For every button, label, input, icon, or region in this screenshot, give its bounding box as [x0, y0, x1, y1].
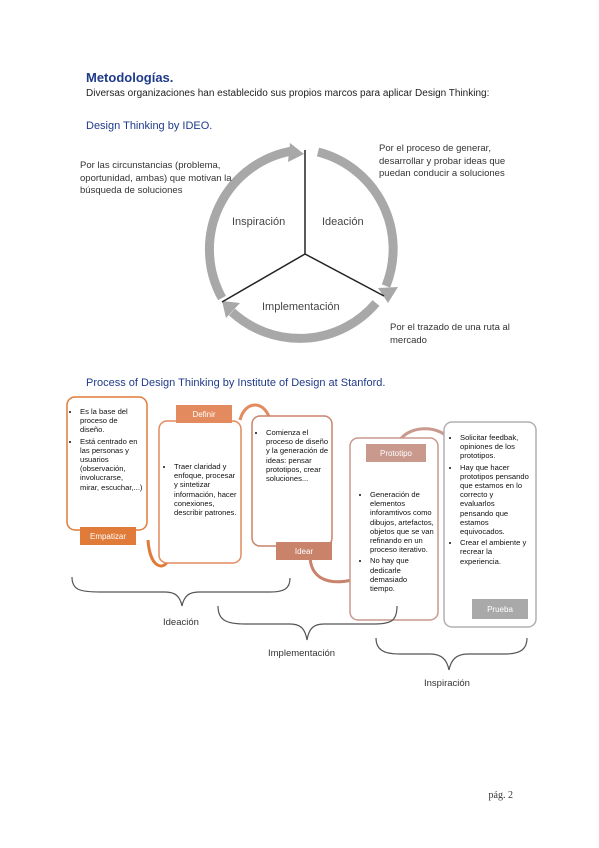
tag-prueba: Prueba — [472, 599, 528, 619]
brace-inspiracion — [375, 637, 528, 671]
spoke-left — [221, 253, 306, 303]
brace-ideacion — [71, 576, 291, 607]
ideo-heading: Design Thinking by IDEO. — [86, 120, 213, 132]
arrowhead-right — [378, 287, 398, 303]
cycle-arc-inspiracion — [204, 146, 293, 301]
tag-definir: Definir — [176, 405, 232, 423]
note-ideacion: Por el proceso de generar, desarrollar y… — [379, 143, 506, 179]
bullet-idear-1: Comienza el proceso de diseño y la gener… — [266, 428, 330, 483]
stage-inspiracion: Inspiración — [232, 216, 286, 228]
bullet-prueba-1: Solicitar feedbak, opiniones de los prot… — [460, 433, 530, 461]
brace-label-ideacion: Ideación — [163, 617, 199, 628]
page-number: pág. 2 — [488, 790, 513, 801]
brace-label-implementacion: Implementación — [268, 648, 336, 659]
spoke-right — [304, 253, 385, 297]
tag-empatizar: Empatizar — [80, 527, 136, 545]
tag-idear: Idear — [276, 542, 332, 560]
bullet-definir-1: Traer claridad y enfoque, procesar y sin… — [174, 462, 238, 517]
page-title: Metodologías. — [86, 70, 174, 85]
bullet-prototipo-1: Generación de elementos inforamtivos com… — [370, 490, 434, 554]
note-implementacion: Por el trazado de una ruta al mercado — [390, 322, 510, 346]
bullet-empatizar-2: Está centrado en las personas y usuarios… — [80, 437, 144, 492]
bullet-prueba-3: Crear el ambiente y recrear la experienc… — [460, 538, 530, 566]
text-idear: Comienza el proceso de diseño y la gener… — [258, 428, 330, 485]
box-prototipo — [349, 437, 439, 621]
bullet-empatizar-1: Es la base del proceso de diseño. — [80, 407, 144, 435]
intro-text: Diversas organizaciones han establecido … — [86, 88, 490, 99]
brace-label-inspiracion: Inspiración — [424, 678, 470, 689]
stanford-heading: Process of Design Thinking by Institute … — [86, 377, 386, 389]
arrowhead-bottom-left — [222, 301, 240, 318]
stage-ideacion: Ideación — [322, 216, 364, 228]
brace-implementacion — [217, 605, 398, 641]
cycle-arc-ideacion — [316, 147, 398, 288]
box-prueba — [443, 421, 537, 628]
text-definir: Traer claridad y enfoque, procesar y sin… — [166, 462, 238, 519]
tag-prototipo: Prototipo — [366, 444, 426, 462]
bullet-prueba-2: Hay que hacer prototipos pensando que es… — [460, 463, 530, 537]
arrowhead-top — [288, 143, 304, 162]
connector-idear-prototipo — [308, 554, 353, 584]
stage-implementacion: Implementación — [262, 301, 340, 313]
text-empatizar: Es la base del proceso de diseño. Está c… — [72, 407, 144, 494]
text-prueba: Solicitar feedbak, opiniones de los prot… — [452, 433, 530, 568]
note-inspiracion: Por las circunstancias (problema, oportu… — [80, 160, 232, 196]
text-prototipo: Generación de elementos inforamtivos com… — [362, 490, 434, 595]
bullet-prototipo-2: No hay que dedicarle demasiado tiempo. — [370, 556, 434, 593]
cycle-arc-implementacion — [228, 300, 380, 343]
